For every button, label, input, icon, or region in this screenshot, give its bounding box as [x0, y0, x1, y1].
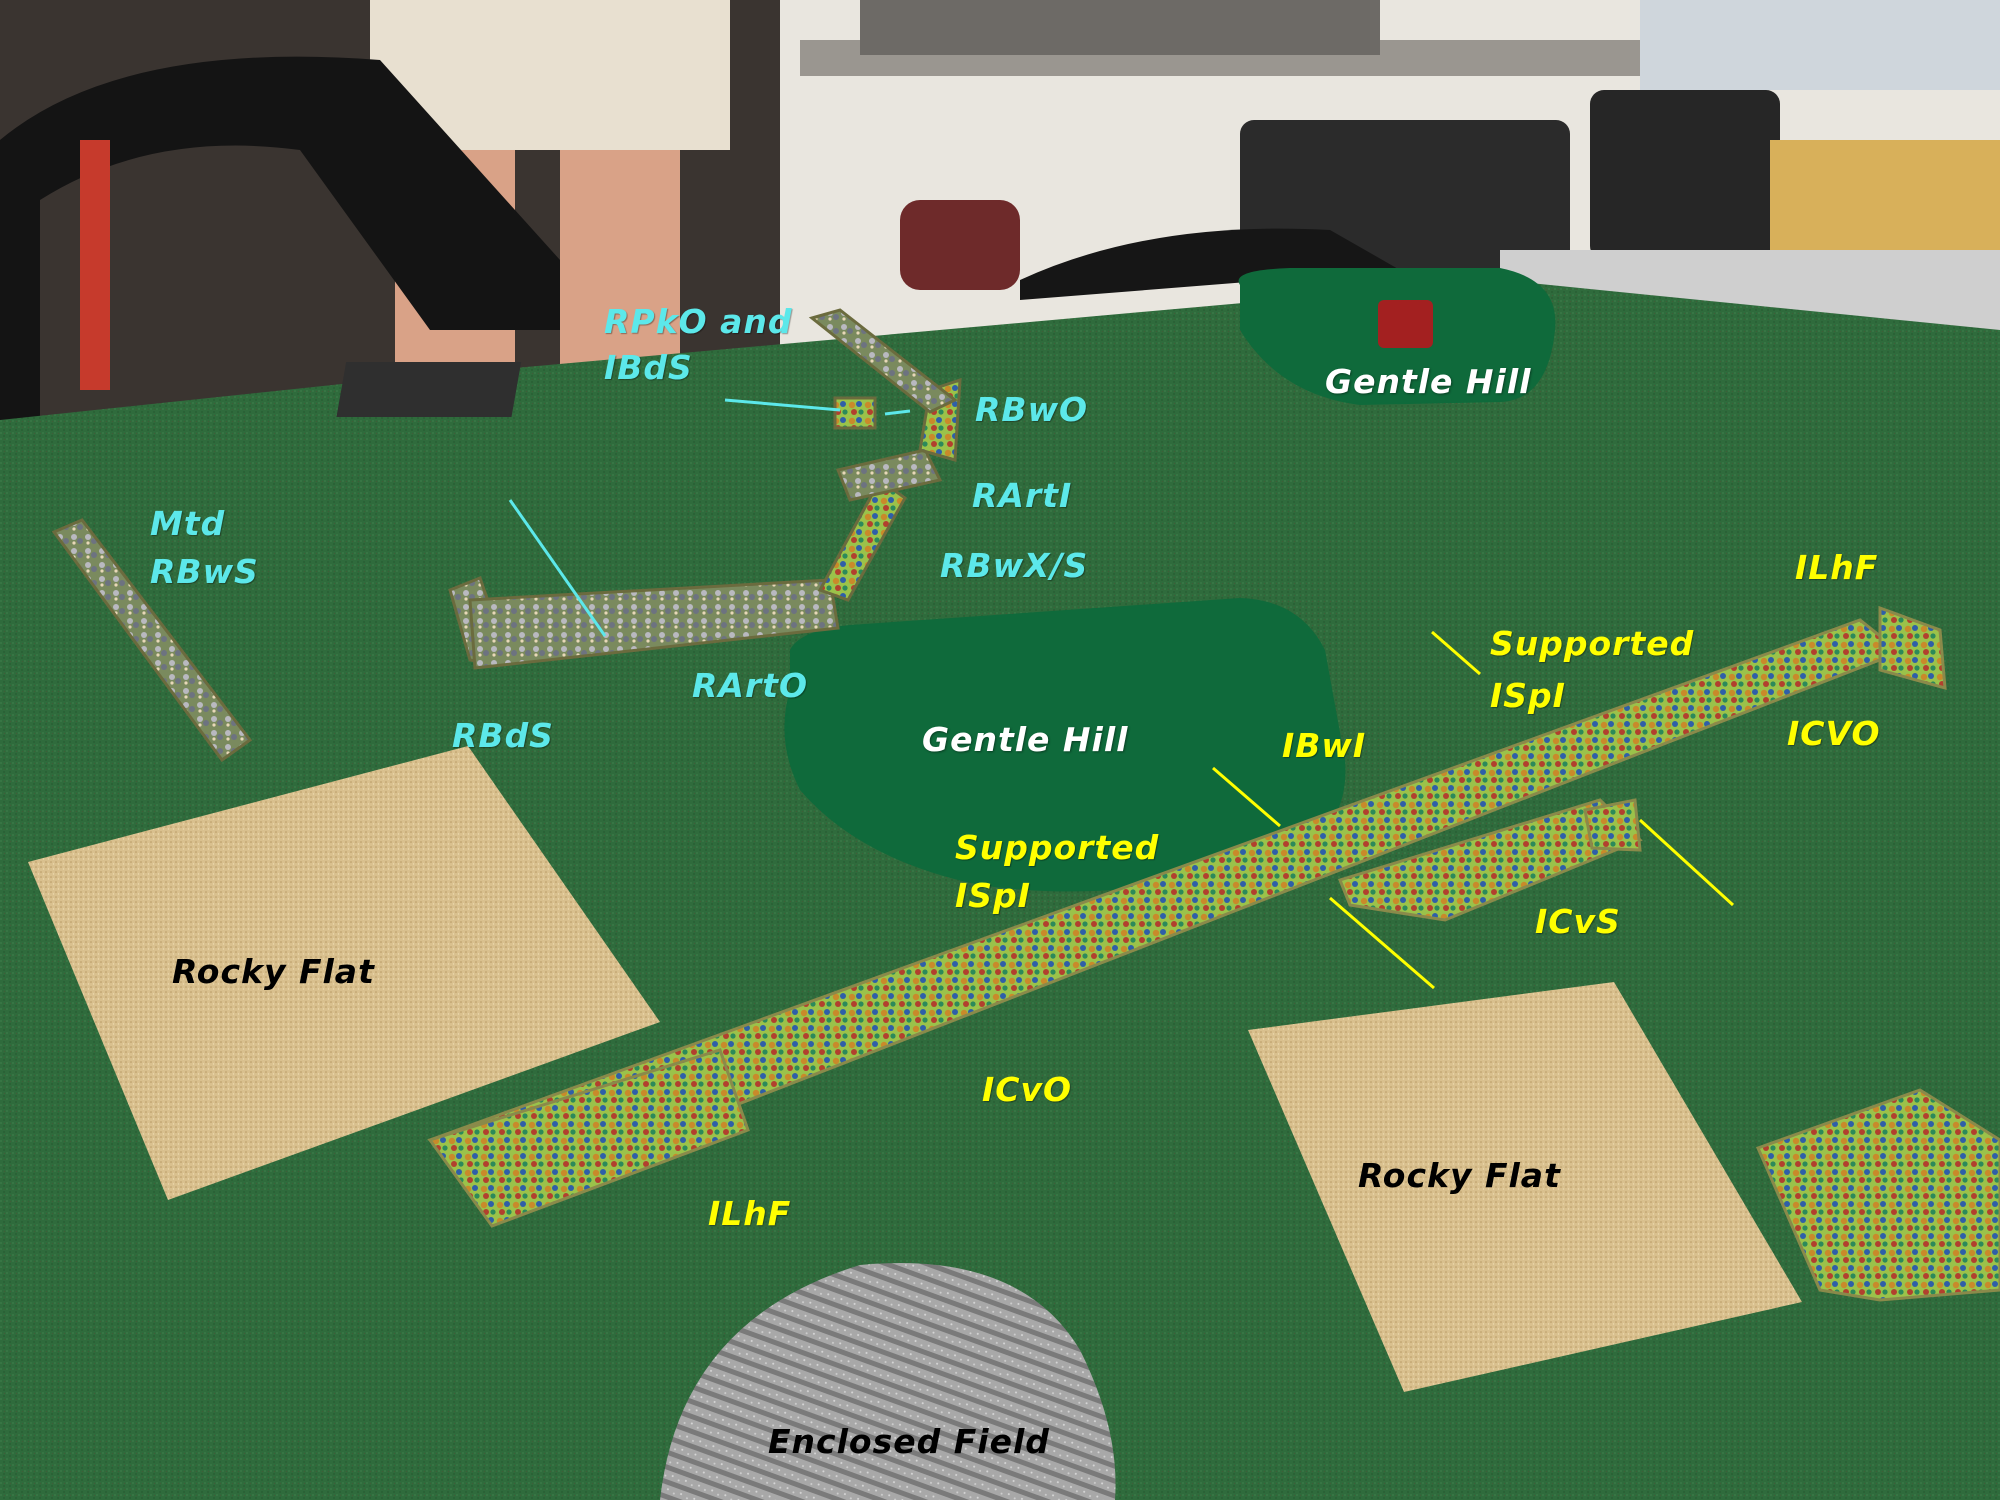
label-enclosed-field: Enclosed Field	[768, 1422, 1050, 1461]
rocky-flat-right	[1248, 982, 1802, 1392]
ibds-unit	[833, 396, 877, 430]
label-supported-1: Supported	[1490, 624, 1695, 663]
pointer-lines	[508, 398, 1735, 990]
rocky-flat-left	[28, 746, 660, 1200]
label-rpko-and: RPkO and	[604, 302, 793, 341]
label-rarti: RArtI	[972, 476, 1073, 515]
yellow-line-icvs	[1329, 896, 1435, 990]
chair-right	[1020, 228, 1400, 300]
label-rbds: RBdS	[452, 716, 554, 755]
label-ilhf-top: ILhF	[1795, 548, 1879, 587]
yellow-line-icvs-right	[1638, 818, 1735, 907]
label-mtd: Mtd	[150, 504, 226, 543]
label-rbwx-s: RBwX/S	[940, 546, 1089, 585]
label-rbwo: RBwO	[975, 390, 1089, 429]
icvs-unit	[1338, 798, 1643, 922]
cyan-line-rpko-short	[884, 409, 911, 416]
yellow-line-supported-1	[1431, 630, 1481, 676]
label-rarto: RArtO	[692, 666, 809, 705]
black-tile	[336, 362, 522, 417]
cyan-line-rpko	[724, 398, 841, 412]
rpko-unit	[808, 308, 958, 414]
label-rocky-flat-left: Rocky Flat	[172, 952, 375, 991]
label-gentle-hill-center: Gentle Hill	[922, 720, 1129, 759]
ilhf-top-unit	[1878, 605, 1947, 691]
rbwx-unit	[817, 477, 907, 602]
label-ibds: IBdS	[604, 348, 693, 387]
gentle-hill-center	[784, 598, 1346, 892]
label-rbws: RBwS	[150, 552, 259, 591]
label-icvo-bottom: ICvO	[982, 1070, 1073, 1109]
r-army-units	[51, 308, 962, 763]
shop-background	[0, 0, 2000, 420]
ilhf-bottom-unit	[427, 1048, 750, 1228]
label-ispi-2: ISpI	[955, 876, 1031, 915]
rarto-unit	[468, 578, 840, 670]
enclosed-field	[660, 1263, 1116, 1500]
cyan-line-rbds	[508, 499, 607, 637]
black-chair	[0, 56, 560, 420]
red-figures	[1378, 300, 1433, 348]
label-icvs: ICvS	[1535, 902, 1621, 941]
i-army-units	[427, 300, 2000, 1302]
icvs-unit-2	[1583, 798, 1642, 852]
label-supported-2: Supported	[955, 828, 1160, 867]
mtd-rbws-unit	[51, 518, 253, 763]
rarti-unit	[835, 448, 943, 502]
label-ibwi: IBwI	[1282, 726, 1367, 765]
label-ispi-1: ISpI	[1490, 676, 1566, 715]
label-ilhf-bottom: ILhF	[708, 1194, 792, 1233]
label-gentle-hill-top: Gentle Hill	[1325, 362, 1532, 401]
label-rocky-flat-right: Rocky Flat	[1358, 1156, 1561, 1195]
yellow-line-ibwi	[1212, 766, 1281, 828]
reserve-units	[1755, 1088, 2000, 1302]
label-icvo-right: ICVO	[1787, 714, 1881, 753]
